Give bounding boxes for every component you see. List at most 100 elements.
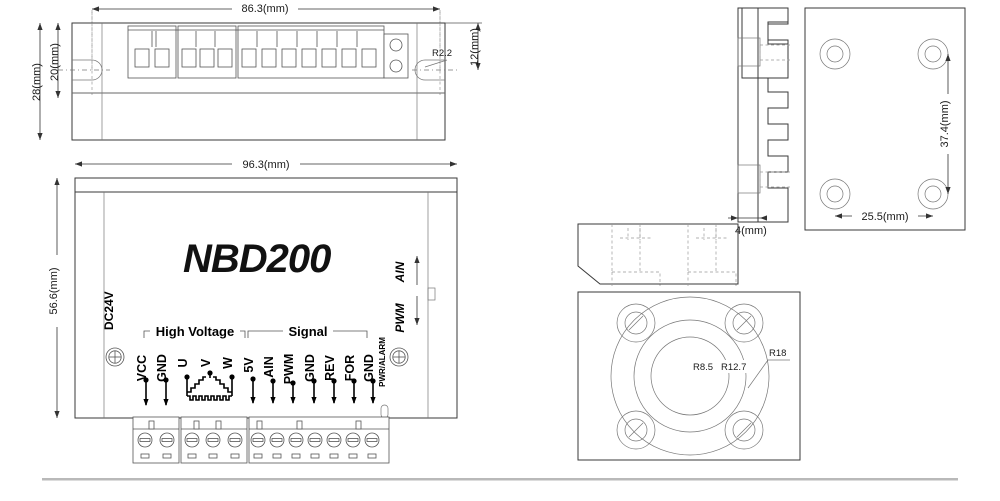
group-label-bg-sig	[283, 324, 333, 338]
heatsink-fins	[758, 7, 789, 223]
front-block-c-pin4	[310, 453, 320, 459]
group-label-signal: Signal	[288, 324, 327, 339]
rear-view: 37.4(mm) 25.5(mm)	[804, 7, 966, 231]
terminal-label-u: U	[176, 358, 190, 367]
side-section-hidden-2	[620, 228, 652, 240]
rear-plate	[804, 7, 966, 231]
footer-separator	[42, 478, 958, 481]
arrow-top-12	[475, 23, 481, 30]
front-block-c-tab2	[296, 420, 303, 430]
front-block-b-tab2	[215, 420, 222, 430]
front-block-a-pin1	[140, 453, 150, 459]
lead-arrow-vcc	[143, 399, 149, 406]
terminal-top-c6	[341, 48, 357, 68]
arrow-left-96	[75, 161, 82, 167]
indicator-led	[380, 404, 389, 419]
screw-for	[345, 432, 361, 448]
boss-top	[737, 37, 761, 67]
terminal-top-c5	[321, 48, 337, 68]
arrow-right-255	[926, 213, 933, 219]
terminal-top-c4	[301, 48, 317, 68]
dim-label-bg-r127	[720, 360, 752, 373]
screw-u	[184, 432, 200, 448]
arrow-bot-56	[54, 411, 60, 418]
screw-v	[205, 432, 221, 448]
front-block-c-pin6	[348, 453, 358, 459]
flange-mid-circle	[633, 319, 747, 433]
front-block-c-pin1	[253, 453, 263, 459]
terminal-label-ain: AIN	[262, 356, 276, 378]
heatsink-body	[737, 7, 759, 223]
arrow-bot-20	[55, 91, 61, 98]
arrow-top-20	[55, 23, 61, 30]
rear-hole-bl	[819, 178, 851, 210]
arrow-head-pwm-down	[414, 318, 420, 325]
front-view: 96.3(mm) 56.6(mm) NBD200 AIN PWM DC24V	[48, 156, 458, 464]
arrow-right-4	[760, 215, 767, 221]
screw-w	[227, 432, 243, 448]
side-section-outline	[577, 223, 739, 285]
front-top-rail	[74, 177, 458, 193]
front-block-a-pin2	[162, 453, 172, 459]
front-block-c-pin2	[272, 453, 282, 459]
terminal-top-b2	[199, 48, 215, 68]
flange-bolt-br	[724, 410, 764, 450]
terminal-label-rev: REV	[323, 354, 337, 380]
indicator-label: PWR/ALARM	[378, 337, 387, 387]
arrow-head-ain-up	[414, 256, 420, 263]
arrow-bot-374	[945, 187, 951, 194]
leader-r18	[747, 359, 790, 389]
arrow-bot-28	[37, 133, 43, 140]
front-block-c-tab3	[355, 420, 362, 430]
front-block-b-pin2	[208, 453, 218, 459]
lead-arrow-5v	[250, 397, 256, 404]
mount-hole-top-2	[389, 59, 403, 73]
front-block-b-tab1	[193, 420, 200, 430]
arrow-left-86	[92, 6, 99, 12]
lead-arrow-gnd-2	[370, 397, 376, 404]
terminal-top-c2	[261, 48, 277, 68]
lead-arrow-gnd-hv	[163, 399, 169, 406]
dim-86-3-mm: 86.3(mm)	[241, 3, 288, 15]
side-label-ain: AIN	[393, 261, 407, 283]
right-edge-notch	[427, 287, 436, 301]
brand-label: NBD200	[183, 237, 331, 281]
power-label: DC24V	[102, 291, 116, 330]
terminal-top-b1	[181, 48, 197, 68]
top-view: 86.3(mm) R2.2	[31, 1, 482, 141]
dim-25-5-mm: 25.5(mm)	[861, 211, 908, 223]
screw-gnd-hv	[159, 432, 175, 448]
dim-20-mm: 20(mm)	[49, 43, 61, 81]
screw-ain	[269, 432, 285, 448]
front-block-c-tab1	[256, 420, 263, 430]
terminal-label-w: W	[221, 357, 235, 369]
group-label-bg-hv	[150, 324, 240, 338]
winding-w-u	[187, 395, 232, 401]
arrow-right-86	[433, 6, 440, 12]
side-label-pwm: PWM	[393, 302, 407, 332]
front-block-c-pin3	[291, 453, 301, 459]
dim-r2-2: R2.2	[432, 48, 452, 59]
group-label-high-voltage: High Voltage	[156, 324, 234, 339]
dim-56-6-mm: 56.6(mm)	[48, 267, 60, 314]
dim-37-4-mm: 37.4(mm)	[939, 100, 951, 147]
ground-screw-right	[389, 347, 409, 367]
winding-v-w	[213, 376, 232, 393]
flange-inner-circle	[650, 336, 730, 416]
dim-label-bg-86	[232, 1, 298, 16]
ground-screw-left	[105, 347, 125, 367]
rear-hole-tr	[917, 38, 949, 70]
terminal-top-b3	[217, 48, 233, 68]
boss-bottom-hidden	[759, 171, 790, 188]
dim-28-mm: 28(mm)	[31, 63, 43, 101]
terminal-top-c3	[281, 48, 297, 68]
side-section-view	[577, 223, 739, 286]
screw-rev	[326, 432, 342, 448]
arrow-top-374	[945, 54, 951, 61]
heatsink-profile-view: 4(mm)	[728, 7, 790, 237]
arrow-top-28	[37, 23, 43, 30]
side-section-hidden-3	[687, 224, 737, 286]
flange-outer-circle	[610, 296, 770, 456]
flange-bolt-bl	[616, 410, 656, 450]
